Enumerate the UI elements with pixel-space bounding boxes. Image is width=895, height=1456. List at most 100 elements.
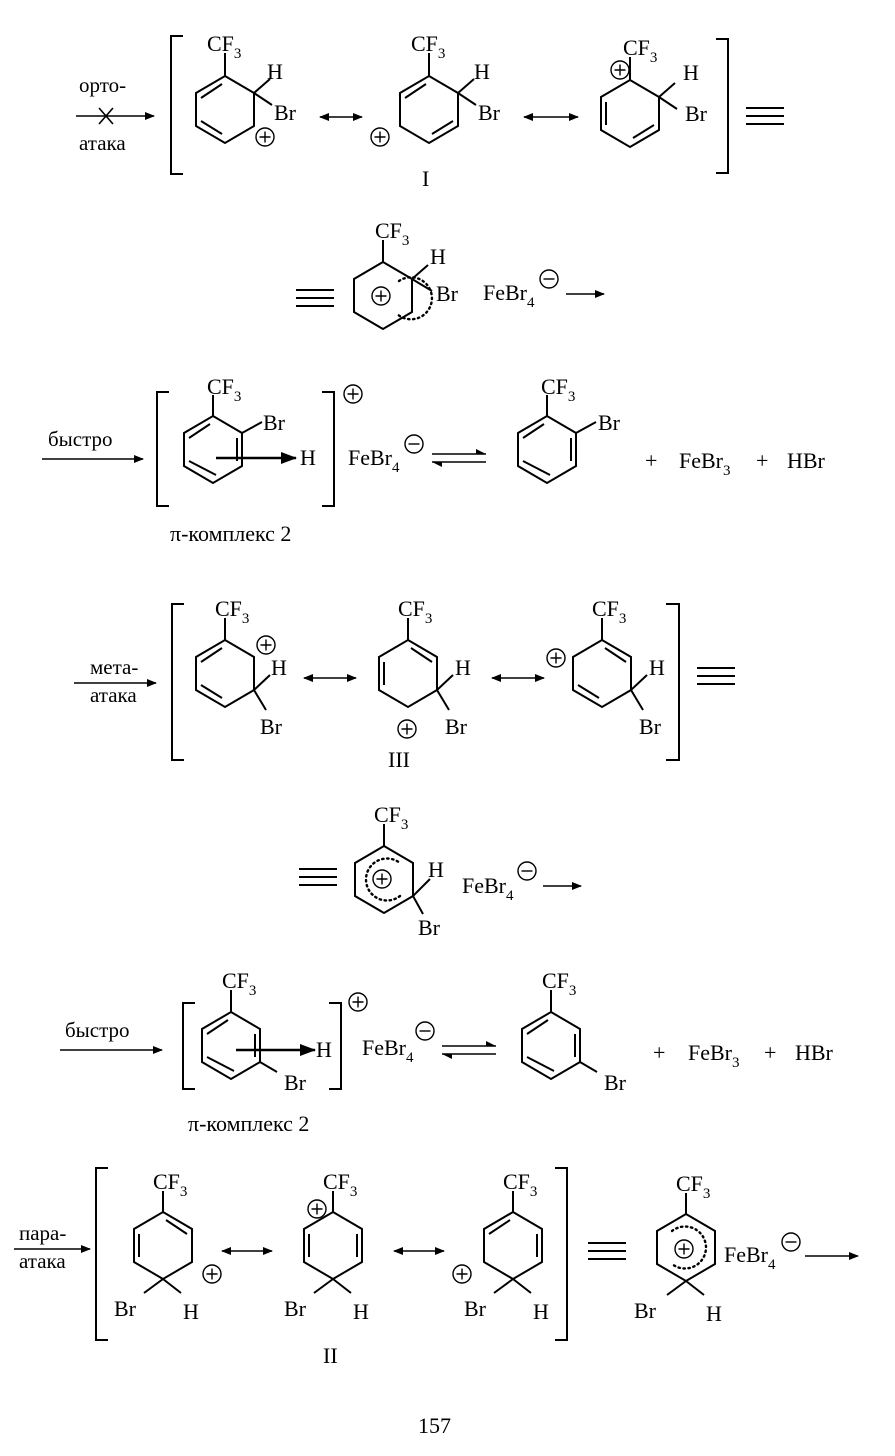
cf3-label: CF3 <box>222 968 256 999</box>
h-label: H <box>267 59 283 84</box>
h-label: H <box>353 1299 369 1324</box>
h-label: H <box>455 655 471 680</box>
positive-charge-icon <box>373 870 391 888</box>
positive-charge-icon <box>349 993 367 1011</box>
ortho-sigma-complex-3: CF3 H Br <box>601 35 708 147</box>
h-label: H <box>183 1299 199 1324</box>
ortho-pi-complex: CF3 Br H <box>184 374 316 483</box>
ortho-bromo-product: CF3 Br <box>518 374 621 483</box>
br-label: Br <box>604 1070 627 1095</box>
identity-sign <box>299 869 337 885</box>
negative-charge-icon <box>540 270 558 288</box>
pi-complex-left-bracket <box>183 1003 195 1089</box>
br-label: Br <box>418 915 441 940</box>
negative-charge-icon <box>416 1022 434 1040</box>
febr3: FeBr3 <box>679 448 731 479</box>
para-delocalized-sigma-complex: CF3 Br H <box>634 1171 722 1326</box>
meta-attack-label: мета- атака <box>90 655 138 707</box>
positive-charge-icon <box>203 1265 221 1283</box>
equilibrium-arrows <box>442 1041 496 1059</box>
para-attack-label: пара- атака <box>19 1221 66 1273</box>
ortho-attack-label-line1: орто- <box>79 73 126 97</box>
h-label: H <box>649 655 665 680</box>
ortho-right-bracket <box>716 39 728 173</box>
pi-complex-label: π-комплекс 2 <box>170 521 291 546</box>
pi-complex-right-bracket <box>322 392 334 506</box>
para-attack-label-line1: пара- <box>19 1221 66 1245</box>
positive-charge-icon <box>256 128 274 146</box>
febr4-anion: FeBr4 <box>348 445 400 476</box>
cf3-label: CF3 <box>374 802 408 833</box>
positive-charge-icon <box>675 1240 693 1258</box>
h-label: H <box>706 1301 722 1326</box>
h-label: H <box>430 244 446 269</box>
febr4-anion: FeBr4 <box>362 1035 414 1066</box>
h-label: H <box>683 60 699 85</box>
cf3-label: CF3 <box>623 35 657 66</box>
br-label: Br <box>598 410 621 435</box>
ortho-attack-label: орто- атака <box>79 73 126 155</box>
hbr: HBr <box>795 1040 834 1065</box>
para-attack-label-line2: атака <box>19 1249 66 1273</box>
plus-sign: + <box>653 1040 665 1065</box>
para-right-bracket <box>555 1168 567 1340</box>
para-sigma-complex-2: CF3 Br H II <box>284 1169 369 1368</box>
br-label: Br <box>260 714 283 739</box>
positive-charge-icon <box>611 61 629 79</box>
febr4-anion: FeBr4 <box>462 873 514 904</box>
br-label: Br <box>284 1296 307 1321</box>
febr4-anion: FeBr4 <box>724 1242 776 1273</box>
pi-complex-label: π-комплекс 2 <box>188 1111 309 1136</box>
h-label: H <box>300 445 316 470</box>
h-label: H <box>316 1037 332 1062</box>
ortho-sigma-complex-1: CF3 H Br <box>196 31 297 146</box>
plus-sign: + <box>645 448 657 473</box>
meta-delocalized-sigma-complex: CF3 H Br <box>355 802 444 940</box>
br-label: Br <box>634 1298 657 1323</box>
negative-charge-icon <box>405 435 423 453</box>
equilibrium-arrows <box>432 449 486 467</box>
positive-charge-icon <box>371 128 389 146</box>
para-left-bracket <box>96 1168 108 1340</box>
h-label: H <box>533 1299 549 1324</box>
positive-charge-icon <box>453 1265 471 1283</box>
positive-charge-icon <box>257 636 275 654</box>
br-label: Br <box>639 714 662 739</box>
ortho-sigma-complex-2: CF3 H Br I <box>371 31 501 191</box>
h-label: H <box>474 59 490 84</box>
pi-complex-left-bracket <box>157 392 169 506</box>
meta-bromo-product: CF3 Br <box>522 968 627 1095</box>
ortho-left-bracket <box>171 36 183 174</box>
structure-number-III: III <box>388 747 410 772</box>
structure-number-I: I <box>422 166 429 191</box>
h-label: H <box>271 655 287 680</box>
plus-sign: + <box>756 448 768 473</box>
br-label: Br <box>445 714 468 739</box>
meta-left-bracket <box>172 604 184 760</box>
positive-charge-icon <box>398 720 416 738</box>
negative-charge-icon <box>518 862 536 880</box>
negative-charge-icon <box>782 1233 800 1251</box>
h-label: H <box>428 857 444 882</box>
identity-sign <box>588 1243 626 1259</box>
cf3-label: CF3 <box>215 596 249 627</box>
positive-charge-icon <box>372 287 390 305</box>
febr3: FeBr3 <box>688 1040 740 1071</box>
identity-sign <box>746 108 784 124</box>
cf3-label: CF3 <box>153 1169 187 1200</box>
br-label: Br <box>436 281 459 306</box>
fast-label: быстро <box>65 1018 130 1042</box>
cf3-label: CF3 <box>375 218 409 249</box>
structure-number-II: II <box>323 1343 338 1368</box>
meta-attack-label-line1: мета- <box>90 655 138 679</box>
meta-pi-complex: CF3 Br H <box>202 968 332 1095</box>
febr4-anion: FeBr4 <box>483 280 535 311</box>
cf3-label: CF3 <box>592 596 626 627</box>
identity-sign <box>296 290 334 306</box>
positive-charge-icon <box>344 385 362 403</box>
fast-label: быстро <box>48 427 113 451</box>
cf3-label: CF3 <box>503 1169 537 1200</box>
br-label: Br <box>114 1296 137 1321</box>
positive-charge-icon <box>547 649 565 667</box>
